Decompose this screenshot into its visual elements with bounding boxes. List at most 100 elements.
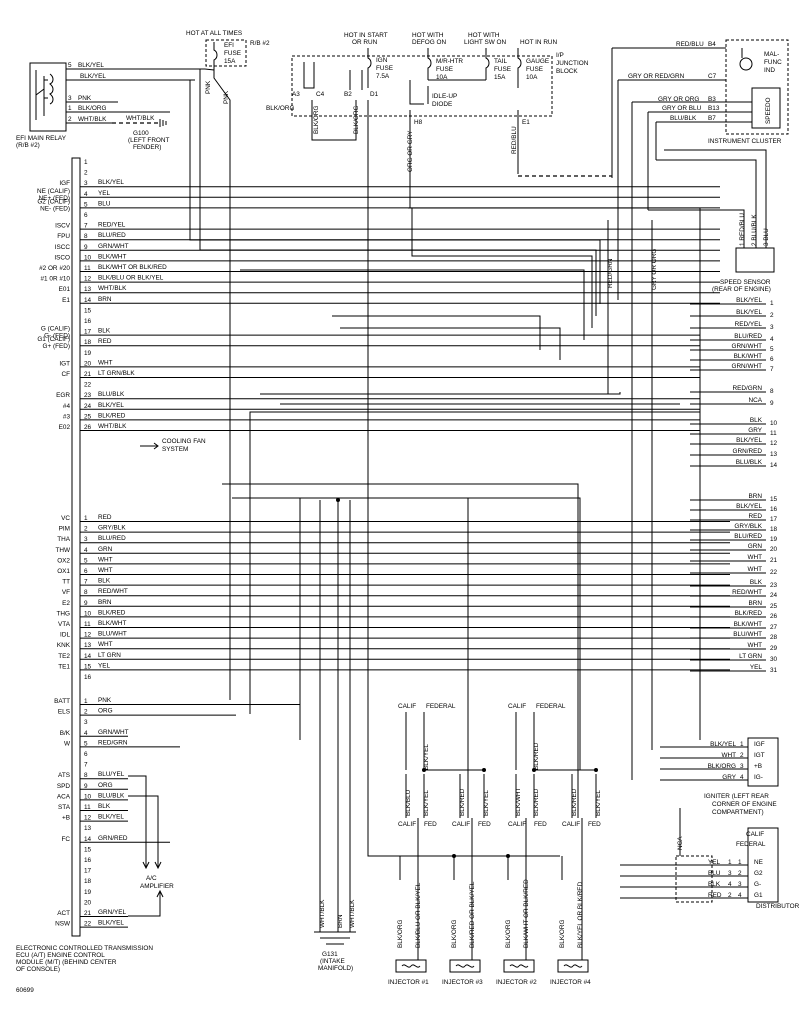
svg-text:IGNITER (LEFT REAR: IGNITER (LEFT REAR (704, 793, 769, 800)
ecu-connector1-sig-10: ISCO (54, 254, 70, 261)
svg-text:MAL-: MAL- (764, 51, 779, 58)
ecu-connector3-wire-1: PNK (98, 697, 112, 704)
ecu-connector1-sig2-4: NE+ (FED) (39, 195, 70, 202)
dist-pin-a-G1: 2 (728, 892, 732, 899)
ecu-connector1-pin-14: 14 (84, 297, 92, 304)
ecu-connector2-pin-4: 4 (84, 547, 88, 554)
ecu-connector1-sig-9: ISCC (55, 244, 71, 251)
relay-pin-3: 3 (68, 95, 72, 102)
svg-text:AMPLIFIER: AMPLIFIER (140, 883, 174, 890)
svg-text:7.5A: 7.5A (376, 73, 390, 80)
ac-amplifier: A/C AMPLIFIER (128, 775, 174, 917)
ecu-connector3-wire-12: BLK/YEL (98, 814, 124, 821)
ecu-connector2-sig-13: KNK (57, 642, 71, 649)
ecu-connector2-sig-2: PIM (59, 526, 70, 533)
svg-text:FUSE: FUSE (494, 66, 511, 73)
ecu-connector2-pin-11: 11 (84, 621, 91, 628)
ecu-connector1-wire-26: WHT/BLK (98, 423, 127, 430)
right-pin-31: 31 (770, 667, 778, 674)
ecu-connector3-pin-13: 13 (84, 825, 92, 832)
distributor-label: DISTRIBUTOR (756, 903, 800, 910)
svg-text:BLK/YEL: BLK/YEL (423, 790, 430, 816)
dist-wire-G2: BLU (708, 870, 721, 877)
ecu-connector2-sig-9: E2 (62, 600, 70, 607)
ecu-connector3-pin-6: 6 (84, 751, 88, 758)
ecu-connector3-pin-2: 2 (84, 709, 88, 716)
svg-text:10A: 10A (526, 74, 538, 81)
ecu-connector3-pin-21: 21 (84, 910, 92, 917)
ecu-connector2-wire-13: WHT (98, 641, 113, 648)
right-wire-11: GRY (748, 427, 762, 434)
ecu-connector1-sig-18: G1 (CALIF) (37, 336, 70, 343)
ecu-connector3-pin-3: 3 (84, 719, 88, 726)
svg-text:OF CONSOLE): OF CONSOLE) (16, 966, 60, 973)
ecu-connector1-sig-5: G2 (CALIF) (37, 198, 70, 205)
right-wire-1: BLK/YEL (736, 297, 762, 304)
right-wire-19: BLU/RED (734, 533, 762, 540)
right-pin-14: 14 (770, 462, 778, 469)
right-pin-9: 9 (770, 400, 774, 407)
right-wire-22: WHT (747, 566, 762, 573)
right-wire-24: RED/WHT (732, 589, 762, 596)
svg-text:(INTAKE: (INTAKE (320, 958, 345, 965)
ecu-connector1-sig-11: #2 OR #20 (39, 265, 70, 272)
ecu-connector3-pin-1: 1 (84, 698, 88, 705)
ecu-connector3-pin-7: 7 (84, 762, 88, 769)
right-pin-28: 28 (770, 634, 778, 641)
svg-text:CORNER OF ENGINE: CORNER OF ENGINE (712, 801, 777, 808)
ecu-connector1-pin-10: 10 (84, 254, 92, 261)
ecu-connector3-sig-12: +B (62, 815, 70, 822)
ecu-connector3-pin-14: 14 (84, 836, 92, 843)
svg-text:SPEED SENSOR: SPEED SENSOR (720, 279, 771, 286)
right-wire-8: RED/GRN (733, 385, 763, 392)
svg-text:HOT IN RUN: HOT IN RUN (520, 39, 558, 46)
efi-hot-label: HOT AT ALL TIMES (186, 30, 242, 37)
right-pin-29: 29 (770, 645, 778, 652)
cluster-label: INSTRUMENT CLUSTER (708, 138, 782, 145)
right-pin-20: 20 (770, 546, 778, 553)
right-pin-19: 19 (770, 536, 778, 543)
injector-wire-a-3: BLK/ORG (505, 920, 512, 948)
right-wire-18: GRY/BLK (734, 523, 762, 530)
svg-text:CALIF: CALIF (508, 703, 526, 710)
ecu-connector1-sig-13: E01 (59, 286, 71, 293)
svg-text:B3: B3 (708, 96, 716, 103)
svg-text:ECU (A/T) ENGINE CONTROL: ECU (A/T) ENGINE CONTROL (16, 952, 105, 959)
svg-text:GRY OR ORG: GRY OR ORG (658, 96, 699, 103)
right-pin-24: 24 (770, 592, 778, 599)
svg-text:GRY OR RED/GRN: GRY OR RED/GRN (628, 73, 685, 80)
ecu-connector3-pin-22: 22 (84, 921, 92, 928)
ecu-connector2-pin-9: 9 (84, 600, 88, 607)
right-wire-12: BLK/YEL (736, 437, 762, 444)
dist-pin-a-G2: 3 (728, 870, 732, 877)
svg-text:CALIF: CALIF (508, 821, 526, 828)
injector-wire-b-2: BLK/RED OR BLK/YEL (469, 881, 476, 948)
ecu-connector3-wire-4: GRN/WHT (98, 729, 129, 736)
svg-text:10A: 10A (436, 74, 448, 81)
ecu-connector1-sig-4: NE (CALIF) (37, 188, 70, 195)
ecu-connector1-pin-6: 6 (84, 212, 88, 219)
ecu-connector2-wire-15: YEL (98, 662, 111, 669)
ecu-connector1-wire-4: YEL (98, 190, 111, 197)
injector-wire-a-1: BLK/ORG (397, 920, 404, 948)
ecu-connector1-wire-21: LT GRN/BLK (98, 370, 135, 377)
svg-text:SYSTEM: SYSTEM (162, 446, 188, 453)
ecu-connector1-pin-11: 11 (84, 265, 91, 272)
svg-text:JUNCTION: JUNCTION (556, 60, 589, 67)
wire-blk-org-a: BLK/ORG (266, 105, 294, 112)
ecu-connector2-sig-6: OX1 (57, 568, 70, 575)
svg-text:IND: IND (764, 67, 775, 74)
svg-text:B4: B4 (708, 41, 716, 48)
ground-wire-label: WHT/BLK (126, 115, 155, 122)
ecu-connector1-sig-14: E1 (62, 297, 70, 304)
right-wire-5: GRN/WHT (731, 343, 762, 350)
ecu-connector1-sig-12: #1 0R #10 (41, 276, 71, 283)
ecu-connector1-pin-21: 21 (84, 371, 92, 378)
ecu-connector2-wire-8: RED/WHT (98, 588, 128, 595)
svg-text:(REAR OF ENGINE): (REAR OF ENGINE) (712, 286, 771, 293)
relay-wire-5b: BLK/YEL (80, 73, 106, 80)
ecu-connector2-pin-6: 6 (84, 568, 88, 575)
